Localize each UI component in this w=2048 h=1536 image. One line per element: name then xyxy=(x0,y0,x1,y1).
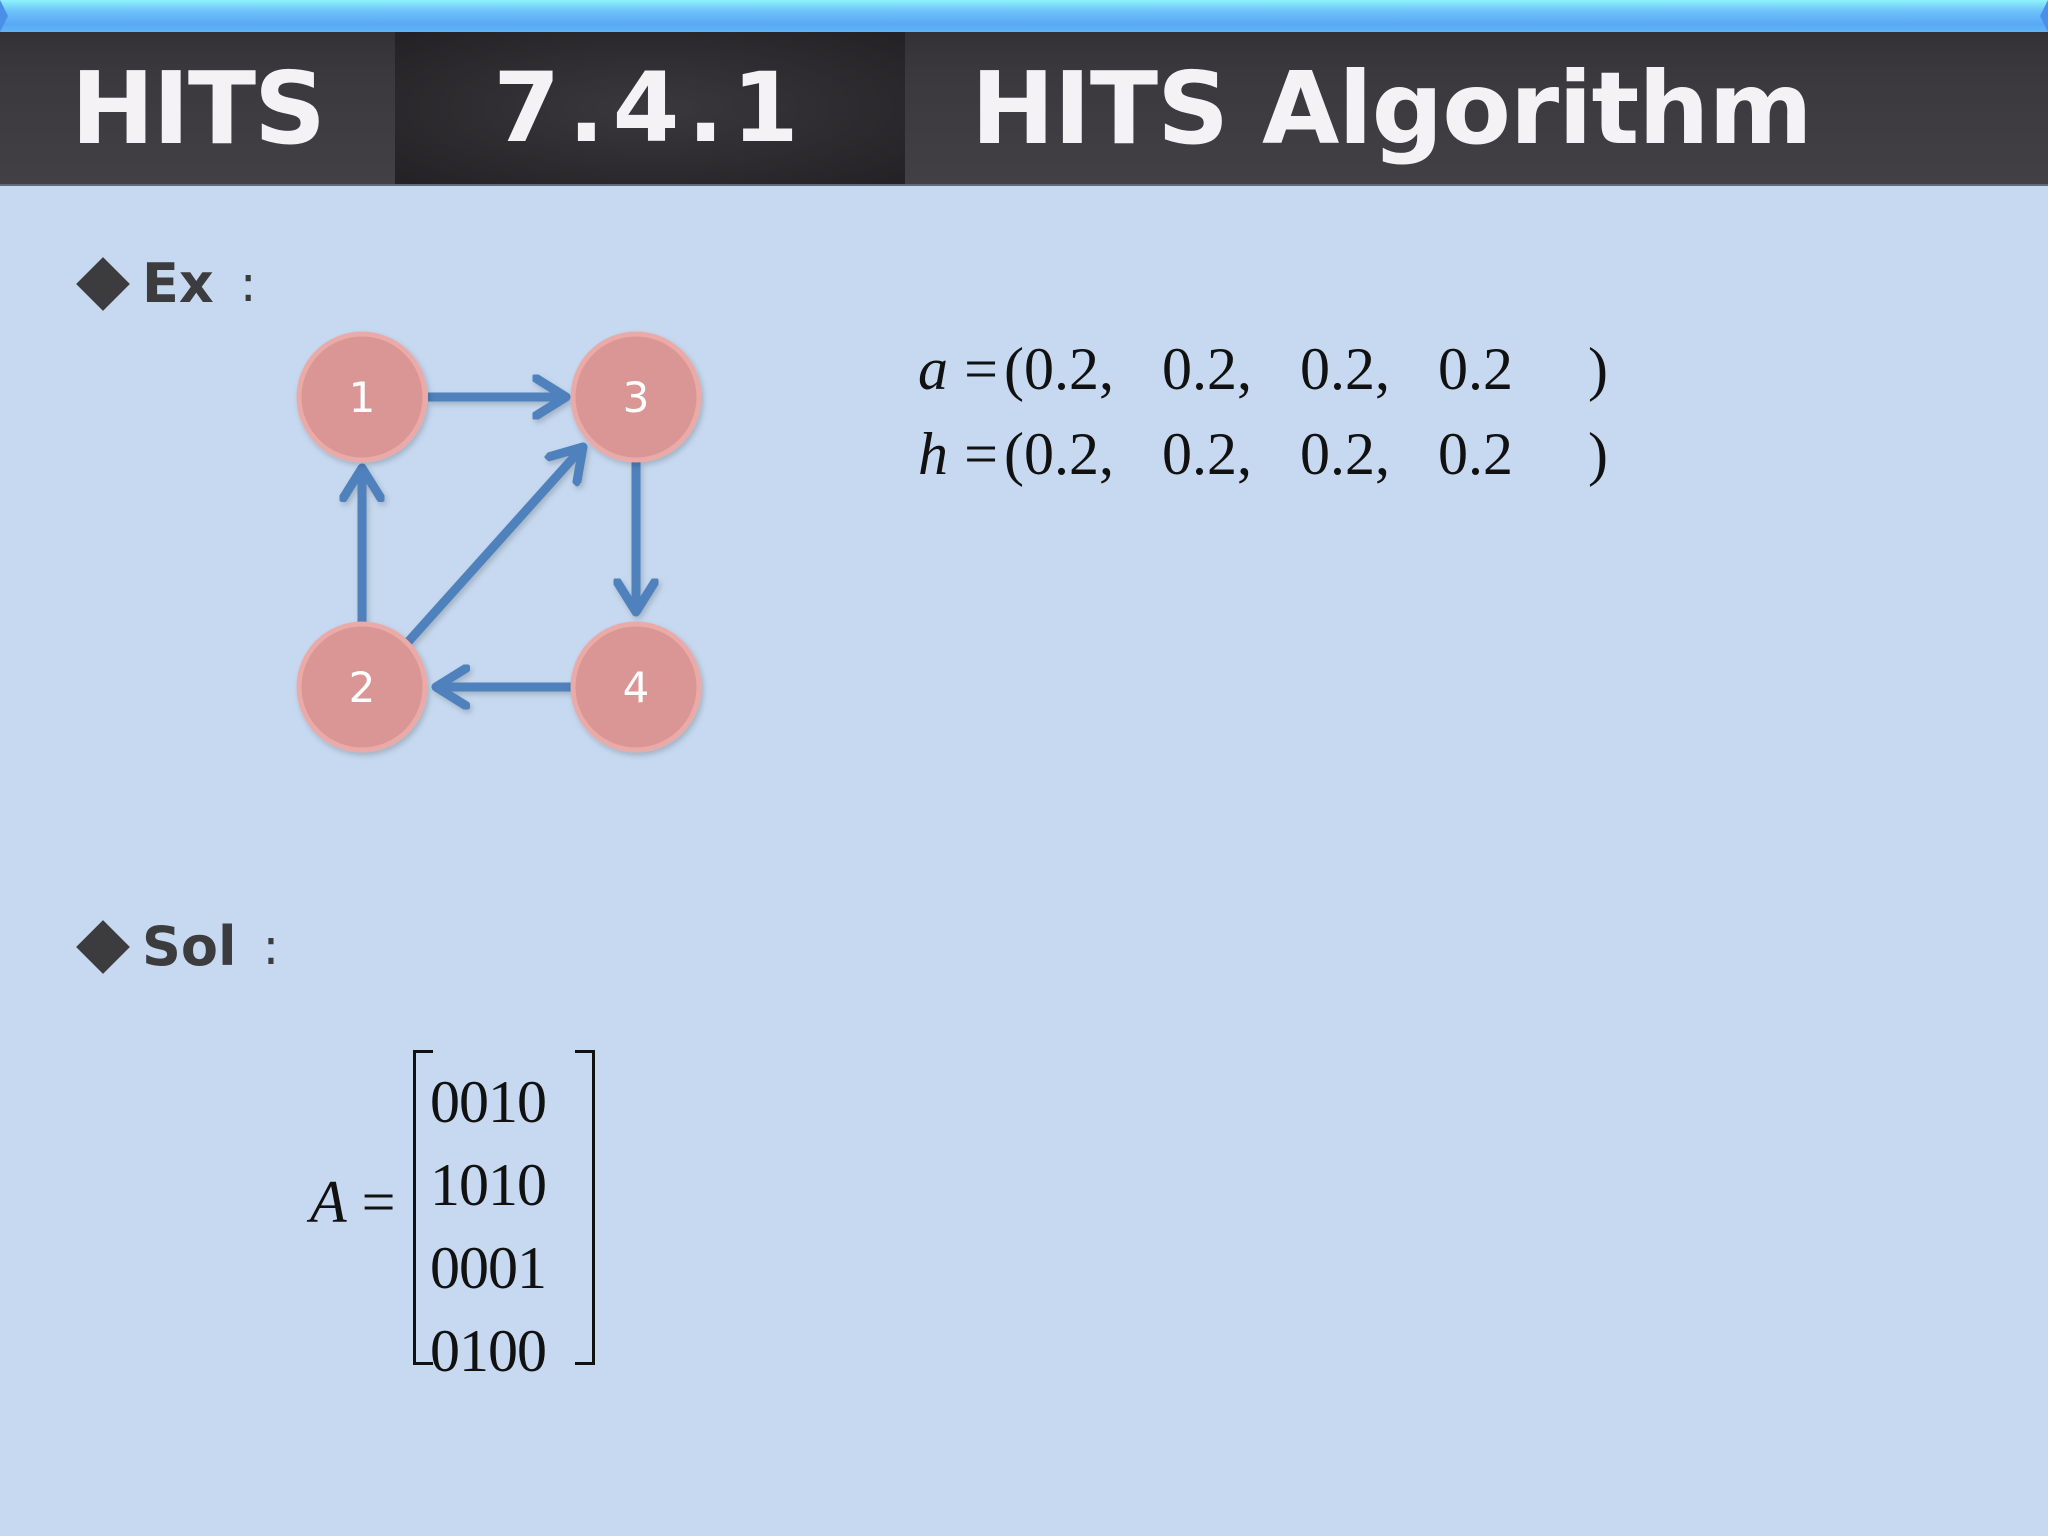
authority-equals: = xyxy=(964,336,998,402)
matrix-row-1: 0010 xyxy=(430,1069,547,1135)
slide-header: HITS 7.4.1 HITS Algorithm xyxy=(0,32,2048,186)
slide-title: HITS Algorithm xyxy=(971,49,1813,167)
hub-equals: = xyxy=(964,421,998,487)
section-number: 7.4.1 xyxy=(395,32,905,184)
node-1-label: 1 xyxy=(349,373,376,422)
diamond-bullet-icon xyxy=(76,256,130,311)
example-label: Ex xyxy=(142,252,214,315)
authority-value-4: 0.2 xyxy=(1437,336,1513,402)
hub-open-paren: ( xyxy=(1004,421,1024,487)
right-notch-decoration xyxy=(2040,0,2048,32)
node-2-label: 2 xyxy=(349,663,376,712)
example-colon: : xyxy=(239,254,257,313)
matrix-label: A = xyxy=(310,1168,396,1237)
solution-heading: Sol : xyxy=(76,915,280,978)
hub-value-3: 0.2, xyxy=(1299,421,1390,487)
solution-label: Sol xyxy=(142,915,237,978)
authority-var: a xyxy=(918,336,948,402)
hub-value-2: 0.2, xyxy=(1161,421,1252,487)
hub-value-1: 0.2, xyxy=(1023,421,1114,487)
left-notch-decoration xyxy=(0,0,8,32)
hub-close-paren: ) xyxy=(1587,421,1608,487)
nodes: 1 3 2 4 xyxy=(296,331,702,753)
hub-var: h xyxy=(918,421,948,487)
authority-open-paren: ( xyxy=(1004,336,1024,402)
section-label: HITS xyxy=(70,49,326,167)
hub-vector: h=(0.2, 0.2, 0.2, 0.2) xyxy=(918,420,1608,489)
example-heading: Ex : xyxy=(76,252,257,315)
matrix-row-2: 1010 xyxy=(430,1152,547,1218)
matrix-row-4: 0100 xyxy=(430,1318,547,1384)
node-3-label: 3 xyxy=(623,373,650,422)
edge-2-to-3 xyxy=(404,447,583,646)
solution-colon: : xyxy=(262,917,280,976)
node-1: 1 xyxy=(296,331,428,463)
authority-vector: a=(0.2, 0.2, 0.2, 0.2) xyxy=(918,335,1608,404)
authority-value-1: 0.2, xyxy=(1023,336,1114,402)
adjacency-matrix: 0010 1010 0001 0100 xyxy=(413,1050,595,1384)
matrix-equals: = xyxy=(361,1169,396,1235)
matrix-row-3: 0001 xyxy=(430,1235,547,1301)
authority-close-paren: ) xyxy=(1587,336,1608,402)
node-4-label: 4 xyxy=(623,663,650,712)
node-2: 2 xyxy=(296,621,428,753)
edges xyxy=(362,397,636,687)
top-accent-band xyxy=(0,0,2048,32)
node-4: 4 xyxy=(570,621,702,753)
hub-value-4: 0.2 xyxy=(1437,421,1513,487)
node-3: 3 xyxy=(570,331,702,463)
diamond-bullet-icon xyxy=(76,919,130,974)
authority-value-3: 0.2, xyxy=(1299,336,1390,402)
authority-value-2: 0.2, xyxy=(1161,336,1252,402)
matrix-var: A xyxy=(310,1169,347,1235)
